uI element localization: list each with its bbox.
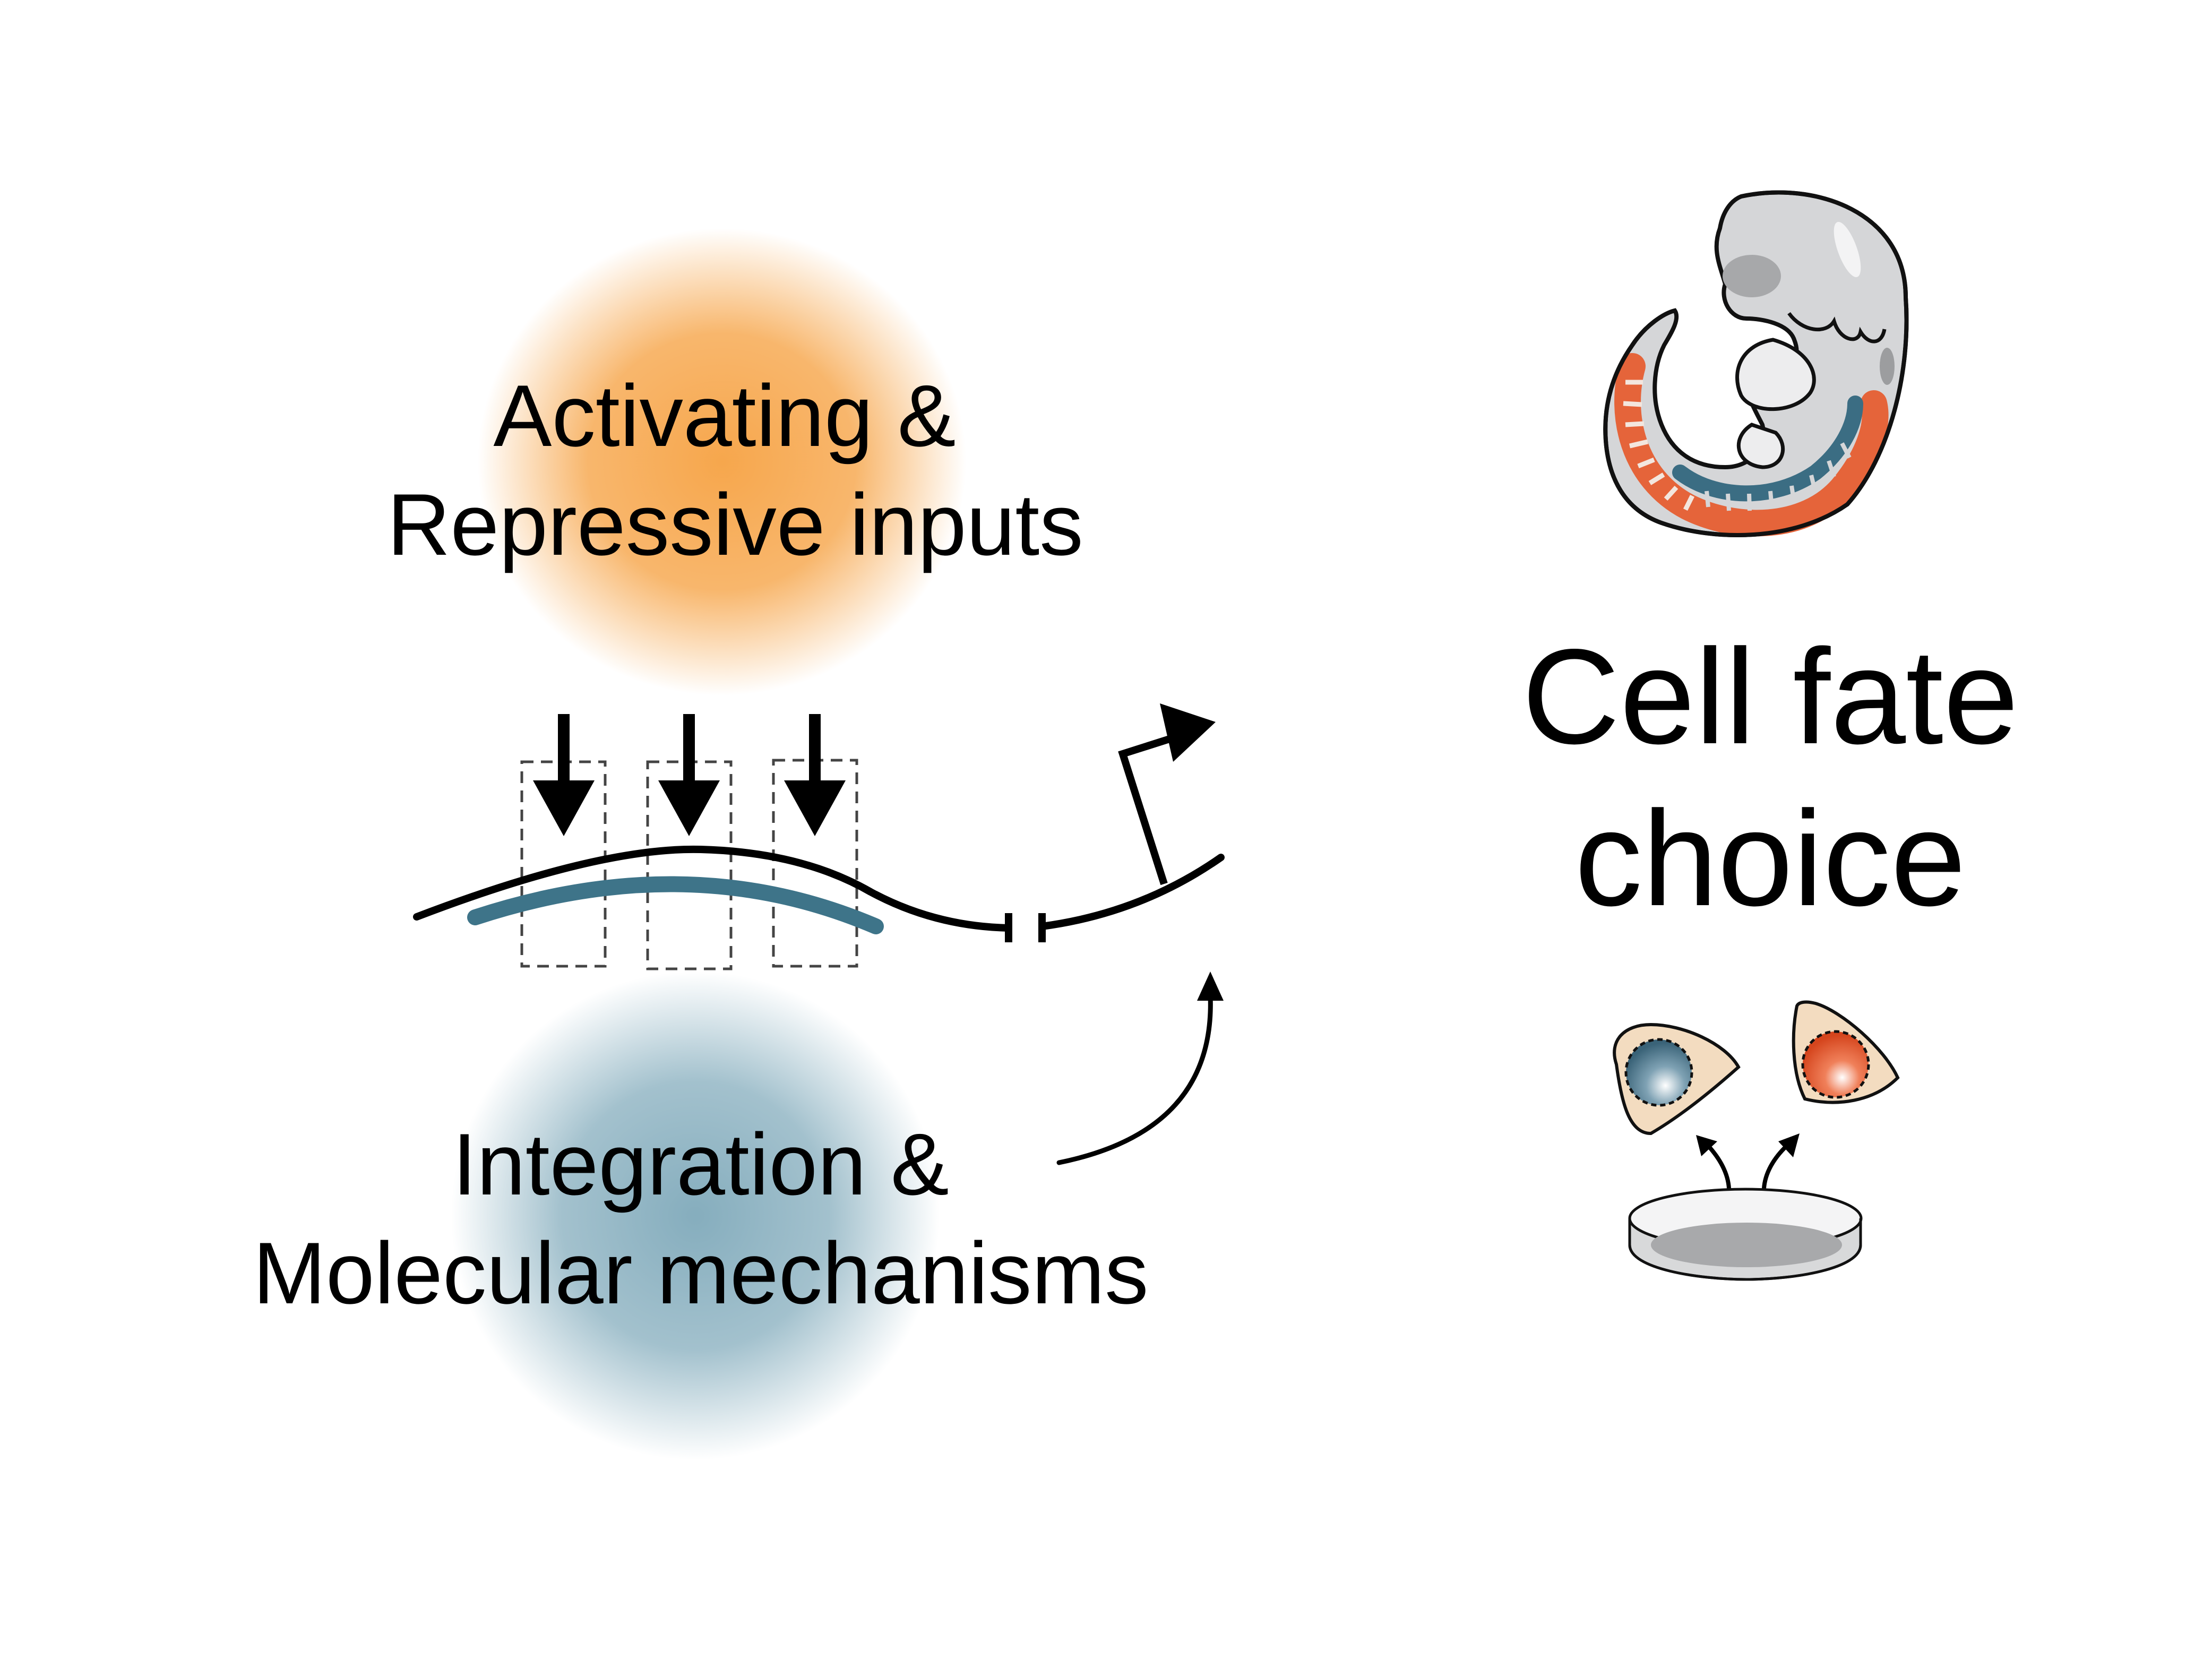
embryo-icon	[1603, 190, 1909, 537]
differentiation-arrows	[1696, 1133, 1800, 1203]
gene-body-strand	[1038, 854, 1225, 930]
integration-label-line1: Integration &	[452, 1115, 949, 1213]
outcome-label: Cell fate choice	[1522, 621, 2018, 934]
enhancer-bar	[467, 876, 884, 934]
inputs-label: Activating & Repressive inputs	[387, 367, 1083, 573]
outcome-label-line2: choice	[1574, 783, 1966, 934]
dna-strand	[413, 845, 1012, 932]
integration-glow	[451, 972, 940, 1460]
activating-inputs-glow	[478, 228, 966, 695]
curved-arrow-icon	[1056, 972, 1224, 1165]
transcription-start-arrow-icon	[1118, 703, 1216, 886]
down-arrow-icon	[784, 714, 846, 836]
cell-icon	[1613, 1022, 1741, 1136]
culture-dish-icon	[1628, 1188, 1863, 1281]
cell-icon	[1792, 1000, 1900, 1104]
integration-label: Integration & Molecular mechanisms	[253, 1115, 1148, 1322]
input-arrows	[533, 714, 846, 836]
outcome-label-line1: Cell fate	[1522, 621, 2018, 772]
inputs-label-line1: Activating &	[493, 367, 956, 465]
integration-label-line2: Molecular mechanisms	[253, 1224, 1148, 1322]
down-arrow-icon	[658, 714, 720, 836]
down-arrow-icon	[533, 714, 595, 836]
inputs-label-line2: Repressive inputs	[387, 476, 1083, 573]
